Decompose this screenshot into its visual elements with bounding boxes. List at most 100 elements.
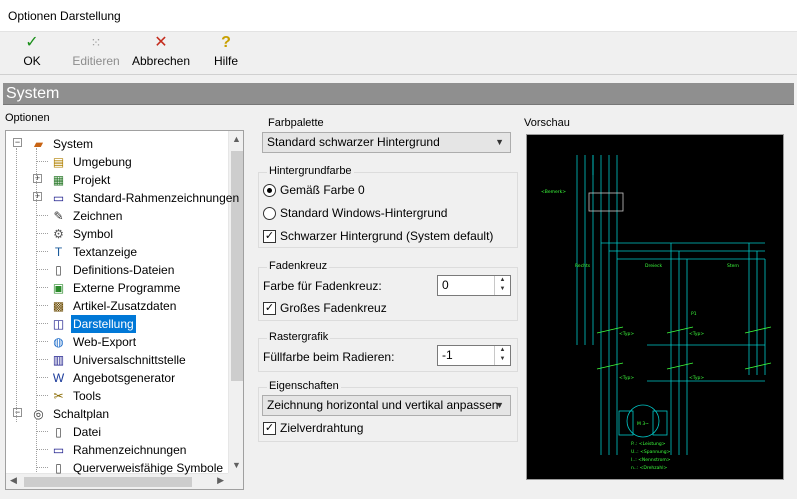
tree-connector xyxy=(16,148,17,422)
farbpalette-group: Farbpalette xyxy=(258,117,518,158)
tree-item-standard-rahmenzeichnungen[interactable]: ▭Standard-Rahmenzeichnungen xyxy=(50,188,241,206)
frame-icon: ▭ xyxy=(52,190,65,205)
toolbar-separator xyxy=(0,74,797,75)
ok-button[interactable]: ✓ OK xyxy=(14,34,50,72)
preview-text-typ1: <Typ> xyxy=(619,331,634,337)
edit-button[interactable]: ⁙ Editieren xyxy=(70,34,122,72)
tree-connector xyxy=(36,323,48,324)
tree-connector xyxy=(36,341,48,342)
radio-checked-icon xyxy=(263,184,276,198)
preview-text-p1: P1 xyxy=(691,311,697,317)
tree-horizontal-scrollbar[interactable]: ◀ ▶ xyxy=(6,473,228,489)
tree-item-umgebung[interactable]: ▤Umgebung xyxy=(50,152,134,170)
collapse-icon[interactable]: − xyxy=(13,407,22,417)
tree-vertical-scroll-thumb[interactable] xyxy=(231,151,243,381)
chevron-down-icon: ▼ xyxy=(495,400,504,410)
radio-gemaess-farbe[interactable]: Gemäß Farbe 0 xyxy=(263,183,365,198)
fadenkreuz-color-spinner[interactable]: 0 ▲ ▼ xyxy=(437,275,511,296)
file-icon: ▯ xyxy=(55,424,62,439)
tree-item-zeichnen[interactable]: ✎Zeichnen xyxy=(50,206,124,224)
tree-connector xyxy=(36,269,48,270)
tools-icon: ✂ xyxy=(53,388,64,403)
preview-text-nennstrom: I..: <Nennstrom> xyxy=(631,457,671,463)
tree-horizontal-scroll-thumb[interactable] xyxy=(24,477,192,487)
tree-connector xyxy=(36,395,48,396)
preview-label: Vorschau xyxy=(524,117,570,129)
tree-item-datei[interactable]: ▯Datei xyxy=(50,422,103,440)
tree-item-querverweisfähige-symbole[interactable]: ▯Querverweisfähige Symbole xyxy=(50,458,225,476)
check-zielverdrahtung[interactable]: ✓Zielverdrahtung xyxy=(263,421,364,436)
file-icon: ▯ xyxy=(55,460,62,475)
symbol-icon: ⚙ xyxy=(53,226,64,241)
eigenschaften-label: Eigenschaften xyxy=(267,380,341,392)
preview-text-leistung: P..: <Leistung> xyxy=(631,441,666,447)
farbpalette-select[interactable]: Standard schwarzer Hintergrund ▼ xyxy=(262,132,511,153)
preview-text-stern: Stern xyxy=(727,263,739,269)
spin-up-icon[interactable]: ▲ xyxy=(499,347,506,353)
preview-text-typ4: <Typ> xyxy=(689,375,704,381)
tree-vertical-scrollbar[interactable]: ▲ ▼ xyxy=(228,131,243,473)
tree-item-system[interactable]: ▰System xyxy=(30,134,95,152)
tree-connector xyxy=(36,305,48,306)
tree-item-schaltplan[interactable]: ◎Schaltplan xyxy=(30,404,111,422)
tree-item-definitions-dateien[interactable]: ▯Definitions-Dateien xyxy=(50,260,176,278)
options-tree[interactable]: ▲ ▼ ◀ ▶ ▰System−▤Umgebung▦Projekt+▭Stand… xyxy=(5,130,244,490)
spin-up-icon[interactable]: ▲ xyxy=(499,277,506,283)
collapse-icon[interactable]: − xyxy=(13,137,22,147)
eigenschaften-group: Eigenschaften xyxy=(258,380,518,442)
toolbar: ✓ OK ⁙ Editieren ✕ Abbrechen ? Hilfe xyxy=(0,32,797,74)
rastergrafik-label: Rastergrafik xyxy=(267,331,331,343)
word-icon: W xyxy=(52,370,65,385)
scroll-right-arrow-icon[interactable]: ▶ xyxy=(217,475,224,485)
tree-connector xyxy=(36,148,37,414)
tree-connector xyxy=(36,449,48,450)
checkbox-checked-icon: ✓ xyxy=(263,230,276,244)
folder-icon: ▤ xyxy=(52,154,65,169)
fadenkreuz-group: Fadenkreuz xyxy=(258,260,518,321)
check-grosses-fadenkreuz[interactable]: ✓Großes Fadenkreuz xyxy=(263,301,387,316)
tree-item-tools[interactable]: ✂Tools xyxy=(50,386,103,404)
tree-connector xyxy=(36,418,37,472)
scrollbar-corner xyxy=(228,473,243,489)
display-icon: ◫ xyxy=(52,316,65,331)
radio-standard-windows[interactable]: Standard Windows-Hintergrund xyxy=(263,206,447,221)
tree-item-symbol[interactable]: ⚙Symbol xyxy=(50,224,115,242)
tree-connector xyxy=(36,287,48,288)
eigenschaften-select[interactable]: Zeichnung horizontal und vertikal anpass… xyxy=(262,395,511,416)
preview-text-bemerk: <Bemerk> xyxy=(541,189,566,195)
spin-down-icon[interactable]: ▼ xyxy=(499,356,506,362)
expand-icon[interactable]: + xyxy=(33,191,42,201)
close-icon: ✕ xyxy=(154,34,168,51)
tree-item-externe-programme[interactable]: ▣Externe Programme xyxy=(50,278,182,296)
checkbox-checked-icon: ✓ xyxy=(263,302,276,316)
text-icon: T xyxy=(54,244,63,259)
expand-icon[interactable]: + xyxy=(33,173,42,183)
preview-text-dreieck: Dreieck xyxy=(645,263,662,269)
tree-item-artikel-zusatzdaten[interactable]: ▩Artikel-Zusatzdaten xyxy=(50,296,178,314)
farbpalette-label: Farbpalette xyxy=(268,117,324,129)
scroll-up-arrow-icon[interactable]: ▲ xyxy=(232,134,241,144)
preview-text-spannung: U..: <Spannung> xyxy=(631,449,671,455)
check-schwarzer-hintergrund[interactable]: ✓Schwarzer Hintergrund (System default) xyxy=(263,229,494,244)
tree-item-darstellung[interactable]: ◫Darstellung xyxy=(50,314,136,333)
hintergrundfarbe-label: Hintergrundfarbe xyxy=(267,165,354,177)
window-title: Optionen Darstellung xyxy=(8,9,121,23)
tree-item-web-export[interactable]: ◍Web-Export xyxy=(50,332,138,350)
rastergrafik-fill-spinner[interactable]: -1 ▲ ▼ xyxy=(437,345,511,366)
scroll-left-arrow-icon[interactable]: ◀ xyxy=(10,475,17,485)
checkbox-checked-icon: ✓ xyxy=(263,422,276,436)
cancel-button[interactable]: ✕ Abbrechen xyxy=(131,34,191,68)
draw-icon: ✎ xyxy=(53,208,64,223)
frame-icon: ▭ xyxy=(52,442,65,457)
preview-text-drehzahl: n..: <Drehzahl> xyxy=(631,465,667,471)
scroll-down-arrow-icon[interactable]: ▼ xyxy=(232,460,241,470)
tree-item-universalschnittstelle[interactable]: ▥Universalschnittstelle xyxy=(50,350,188,368)
preview-text-typ3: <Typ> xyxy=(619,375,634,381)
tree-item-rahmenzeichnungen[interactable]: ▭Rahmenzeichnungen xyxy=(50,440,188,458)
check-icon: ✓ xyxy=(25,34,39,51)
spin-down-icon[interactable]: ▼ xyxy=(499,286,506,292)
tree-item-projekt[interactable]: ▦Projekt xyxy=(50,170,112,188)
help-button[interactable]: ? Hilfe xyxy=(208,34,244,72)
